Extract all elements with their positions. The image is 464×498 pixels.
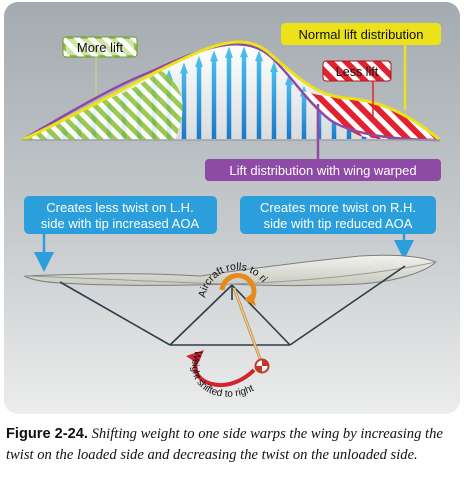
lift-arrow-icon xyxy=(225,46,233,140)
left-twist-line1: Creates less twist on L.H. xyxy=(46,200,193,215)
control-frame xyxy=(59,265,406,346)
weight-shift-arrow-icon xyxy=(186,350,256,387)
warped-lift-label: Lift distribution with wing warped xyxy=(229,163,416,178)
warped-lift-curve xyxy=(21,42,441,142)
lift-arrow-icon xyxy=(240,46,248,139)
right-twist-line1: Creates more twist on R.H. xyxy=(260,200,416,215)
weight-marker-icon xyxy=(254,358,270,374)
lift-arrow-icon xyxy=(255,50,263,139)
lift-arrow-icon xyxy=(180,62,188,140)
normal-lift-callout: Normal lift distribution xyxy=(281,23,441,110)
less-lift-label: Less lift xyxy=(336,65,379,79)
more-lift-label: More lift xyxy=(77,40,124,55)
lift-arrow-icon xyxy=(195,55,203,139)
left-twist-callout: Creates less twist on L.H. side with tip… xyxy=(24,196,217,272)
less-lift-region xyxy=(300,90,440,140)
lift-distribution-area xyxy=(21,40,441,142)
more-lift-callout: More lift xyxy=(62,36,138,96)
less-lift-callout: Less lift xyxy=(322,60,392,118)
lift-arrow-icon xyxy=(270,61,278,139)
more-lift-region xyxy=(22,70,183,140)
hang-glider-wing xyxy=(23,254,437,286)
lift-arrow-icon xyxy=(300,85,308,139)
caption-text: Shifting weight to one side warps the wi… xyxy=(6,426,443,463)
figure-caption: Figure 2-24. Shifting weight to one side… xyxy=(6,424,458,466)
warped-lift-callout: Lift distribution with wing warped xyxy=(205,104,441,181)
right-twist-line2: side with tip reduced AOA xyxy=(264,216,413,231)
left-twist-line2: side with tip increased AOA xyxy=(41,216,200,231)
lift-arrow-icon xyxy=(285,74,293,139)
caption-figure-number: Figure 2-24. xyxy=(6,426,88,442)
lift-arrow-icon xyxy=(210,50,218,139)
roll-arrow-icon xyxy=(219,273,257,306)
normal-lift-label: Normal lift distribution xyxy=(299,27,424,42)
right-twist-callout: Creates more twist on R.H. side with tip… xyxy=(240,196,436,260)
figure-illustration: More lift Normal lift distribution Less … xyxy=(0,0,460,414)
